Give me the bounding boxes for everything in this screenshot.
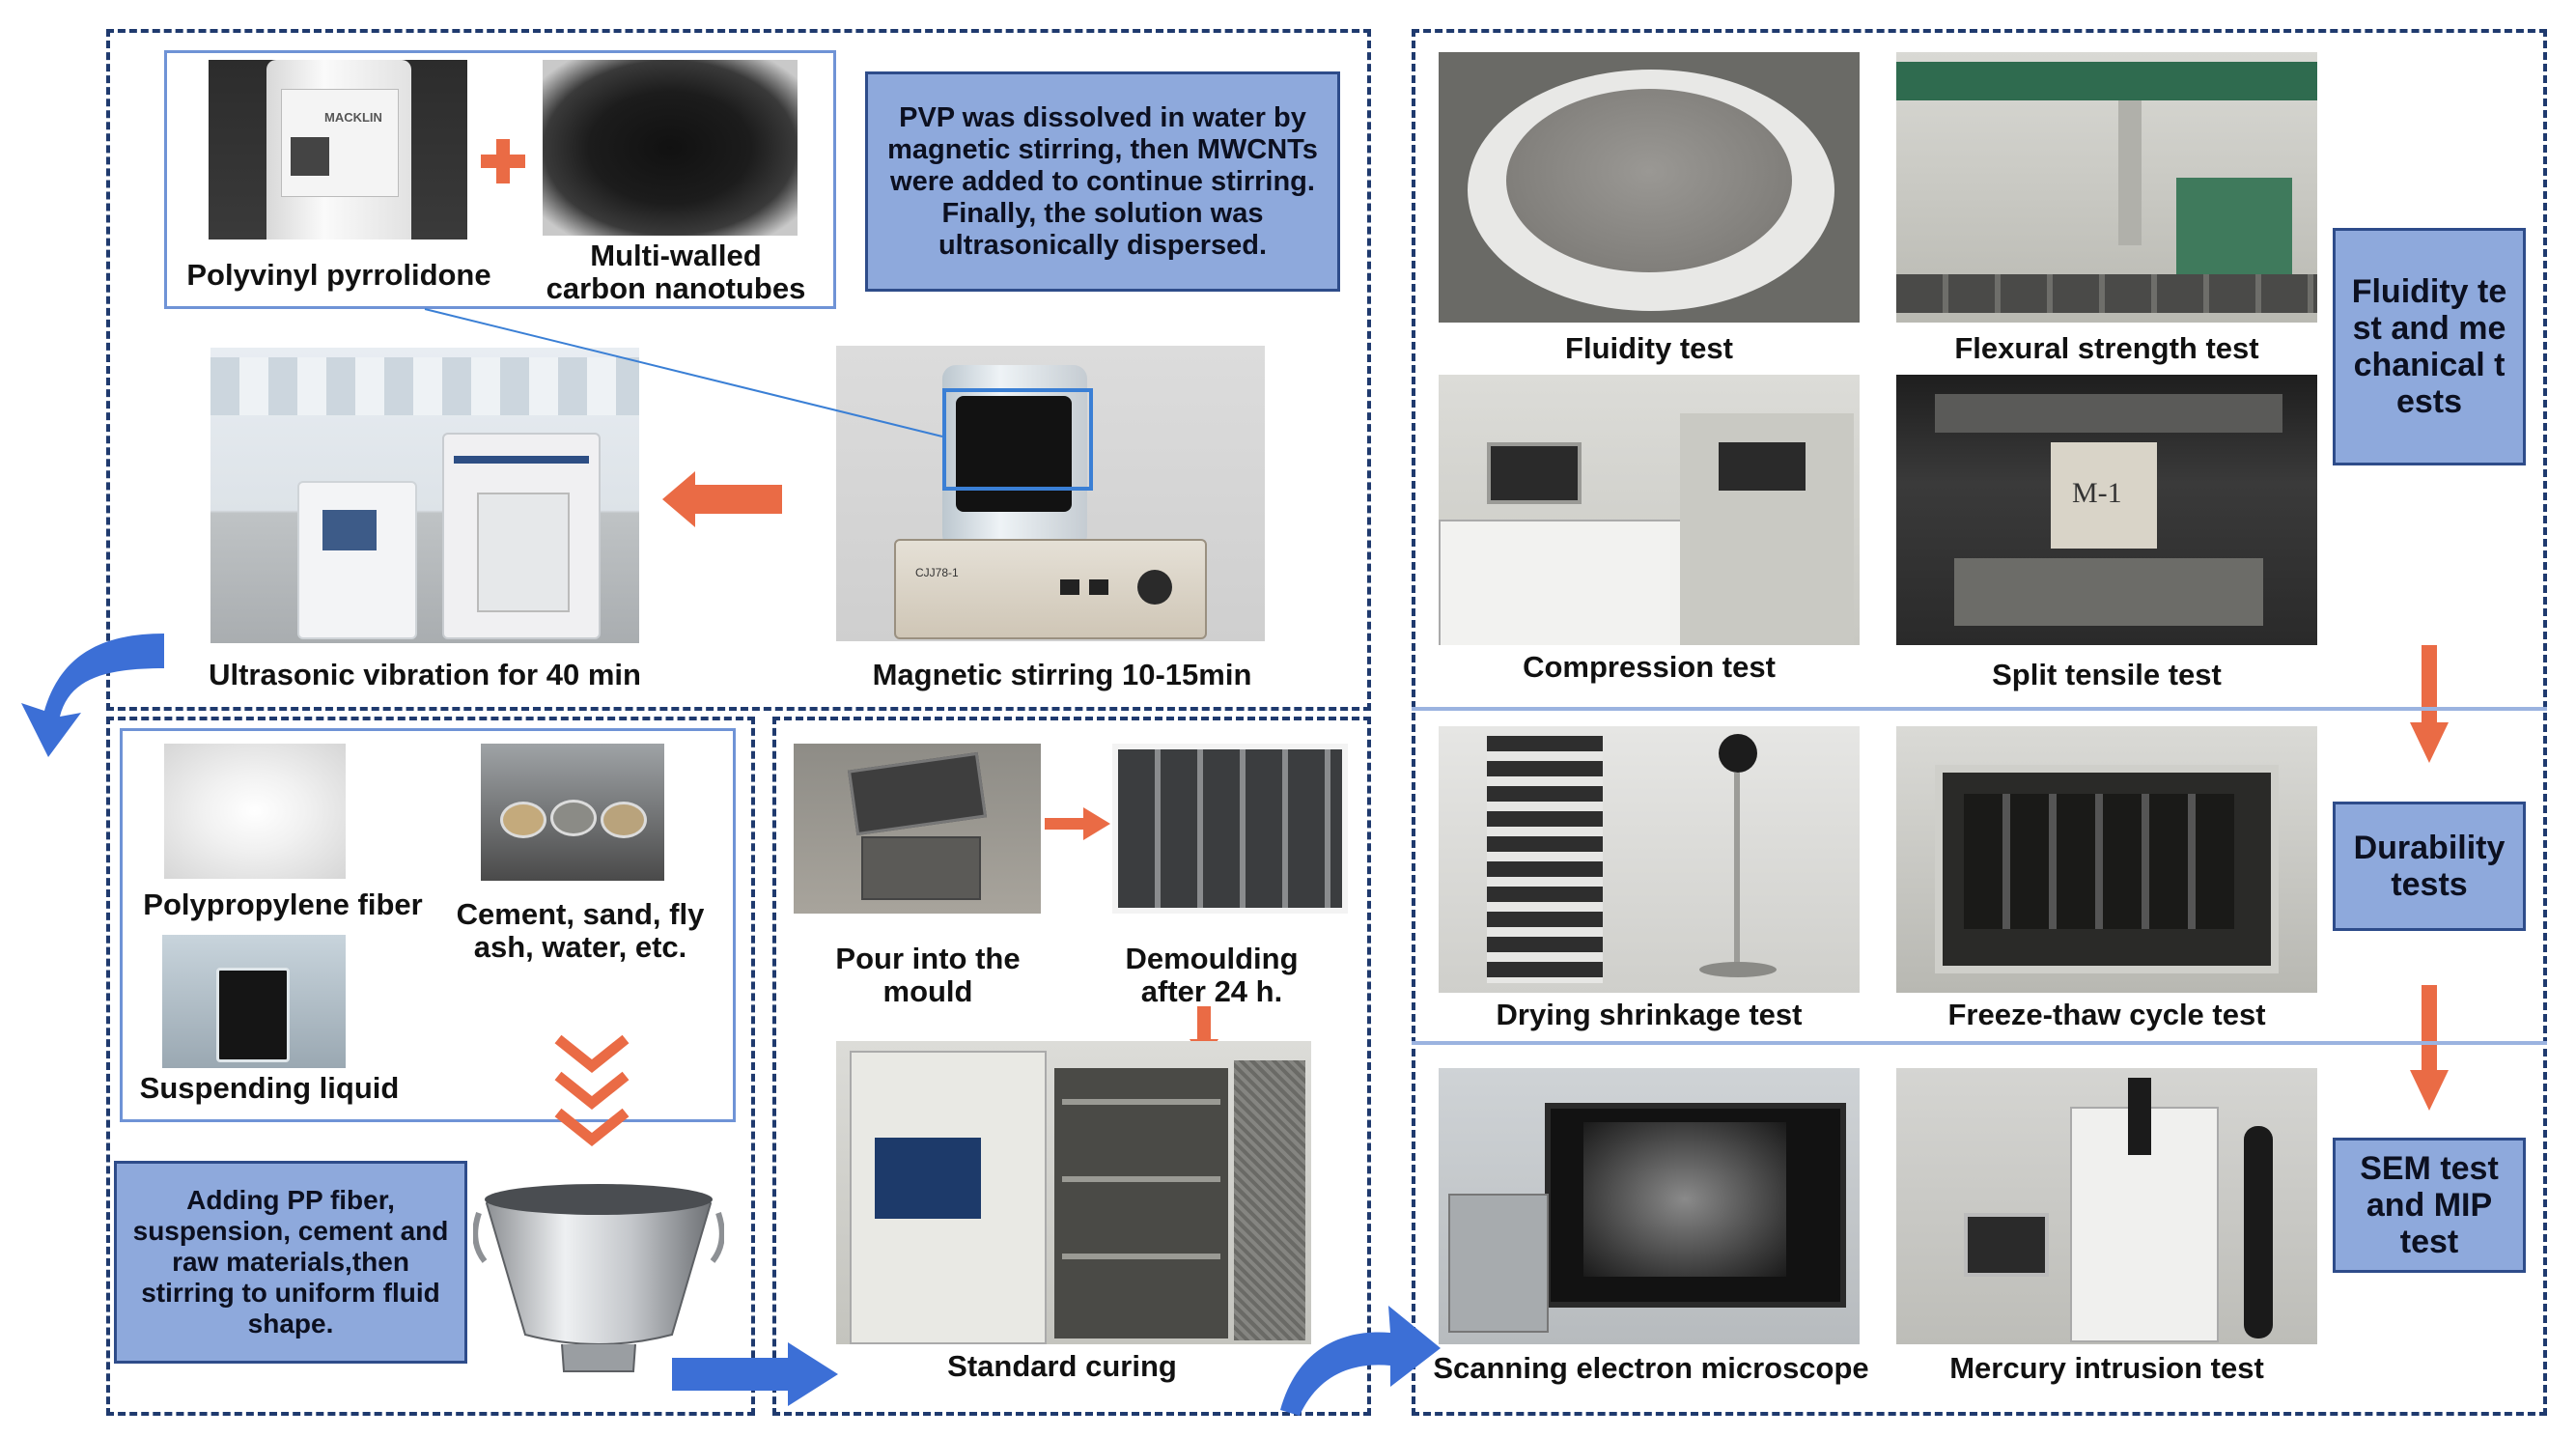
fluidity-caption: Fluidity test — [1565, 331, 1733, 365]
mixing-description: Adding PP fiber, suspension, cement and … — [114, 1161, 467, 1364]
demoulding-photo — [1112, 744, 1348, 914]
mechanical-tests-text: Fluidity test and mechanical tests — [2351, 273, 2507, 420]
pour-mould-photo — [794, 744, 1041, 914]
panel-materials-preparation — [106, 29, 1371, 711]
sem-caption: Scanning electron microscope — [1433, 1351, 1869, 1385]
arrow-to-demould — [1045, 807, 1110, 840]
durability-tests-label: Durability tests — [2333, 802, 2526, 931]
ultrasonic-photo — [210, 348, 639, 643]
mip-caption: Mercury intrusion test — [1949, 1351, 2264, 1385]
split-caption: Split tensile test — [1992, 658, 2222, 691]
drying-shrinkage-photo — [1439, 726, 1860, 993]
magnetic-caption: Magnetic stirring 10-15min — [872, 658, 1252, 691]
suspending-liquid-photo — [162, 935, 346, 1068]
panel-casting-curing — [772, 717, 1371, 1416]
pvp-dispersion-description: PVP was dissolved in water by magnetic s… — [865, 71, 1340, 292]
curing-cabinet-photo — [836, 1041, 1311, 1344]
pvp-dispersion-text: PVP was dissolved in water by magnetic s… — [887, 101, 1318, 261]
fluidity-photo — [1439, 52, 1860, 323]
pp-fiber-label: Polypropylene fiber — [143, 888, 423, 921]
pvp-label: Polyvinyl pyrrolidone — [186, 258, 491, 292]
pvp-photo: MACKLIN — [209, 60, 467, 240]
sem-mip-text: SEM test and MIP test — [2360, 1150, 2499, 1260]
arrow-to-testing — [1280, 1306, 1441, 1416]
pvp-bottle-brand: MACKLIN — [324, 110, 382, 125]
pour-caption: Pour into the mould — [835, 942, 1021, 1008]
arrow-down-to-sem — [2410, 985, 2449, 1111]
mwcnt-photo — [543, 60, 798, 236]
mixing-text: Adding PP fiber, suspension, cement and … — [132, 1185, 449, 1338]
suspending-label: Suspending liquid — [139, 1071, 400, 1105]
mwcnt-label: Multi-walled carbon nanotubes — [546, 239, 806, 305]
compression-caption: Compression test — [1523, 650, 1776, 684]
flexural-caption: Flexural strength test — [1954, 331, 2259, 365]
sem-photo — [1439, 1068, 1860, 1344]
cement-sand-photo — [481, 744, 664, 881]
arrow-to-ultrasonic — [662, 471, 782, 527]
flexural-photo — [1896, 52, 2317, 323]
arrow-to-mixing — [21, 634, 164, 757]
split-tensile-photo: M-1 — [1896, 375, 2317, 645]
sem-mip-label: SEM test and MIP test — [2333, 1138, 2526, 1273]
specimen-label: M-1 — [2072, 477, 2122, 509]
panel-mixing — [106, 717, 755, 1416]
plus-icon — [481, 139, 525, 183]
cement-label: Cement, sand, fly ash, water, etc. — [456, 897, 705, 964]
mip-photo — [1896, 1068, 2317, 1344]
ultrasonic-caption: Ultrasonic vibration for 40 min — [209, 658, 641, 691]
stirrer-model-label: CJJ78-1 — [915, 566, 959, 579]
panel-testing — [1412, 29, 2547, 1416]
separator-1 — [1412, 707, 2547, 711]
triple-chevron-down-icon — [554, 1034, 630, 1147]
arrow-down-to-durability — [2410, 645, 2449, 763]
mixing-bowl — [473, 1184, 724, 1372]
drying-caption: Drying shrinkage test — [1496, 998, 1803, 1031]
demould-caption: Demoulding after 24 h. — [1125, 942, 1299, 1008]
mechanical-tests-label: Fluidity test and mechanical tests — [2333, 228, 2526, 465]
pp-fiber-photo — [164, 744, 346, 879]
curing-caption: Standard curing — [947, 1349, 1177, 1383]
arrow-to-curing — [672, 1342, 838, 1406]
separator-2 — [1412, 1041, 2547, 1045]
durability-tests-text: Durability tests — [2353, 830, 2506, 903]
beaker-highlight-box — [942, 388, 1093, 491]
freeze-thaw-photo — [1896, 726, 2317, 993]
freeze-caption: Freeze-thaw cycle test — [1947, 998, 2266, 1031]
compression-photo — [1439, 375, 1860, 645]
